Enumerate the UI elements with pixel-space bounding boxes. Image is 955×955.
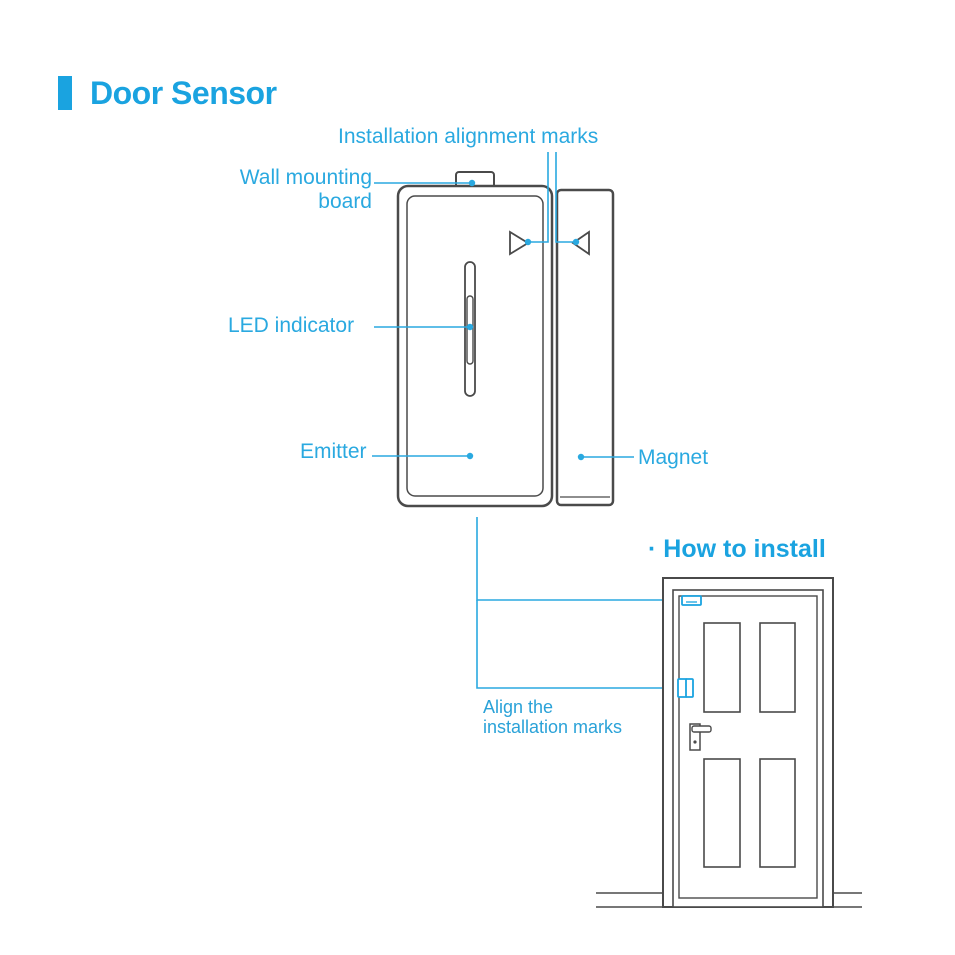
label-magnet: Magnet [638, 446, 709, 469]
how-to-install-title: How to install [663, 535, 826, 563]
alignment-marks [509, 230, 590, 256]
label-emitter: Emitter [300, 440, 367, 463]
label-wall-mounting-line1: Wall mounting [239, 166, 372, 189]
door-illustration [596, 577, 862, 908]
callout-lines [372, 152, 682, 689]
page-title: Door Sensor [90, 75, 277, 111]
bullet-dot: · [648, 535, 657, 563]
label-installation-alignment-marks: Installation alignment marks [338, 125, 599, 148]
label-led-indicator: LED indicator [228, 314, 355, 337]
label-align-line2: installation marks [483, 717, 623, 737]
how-to-install-heading: · How to install [648, 535, 826, 564]
title-accent-bar [58, 76, 72, 110]
magnet-body [555, 188, 615, 507]
label-wall-mounting-line2: board [318, 190, 372, 213]
label-align-line1: Align the [483, 697, 554, 717]
door-sensor-mini [677, 595, 702, 698]
